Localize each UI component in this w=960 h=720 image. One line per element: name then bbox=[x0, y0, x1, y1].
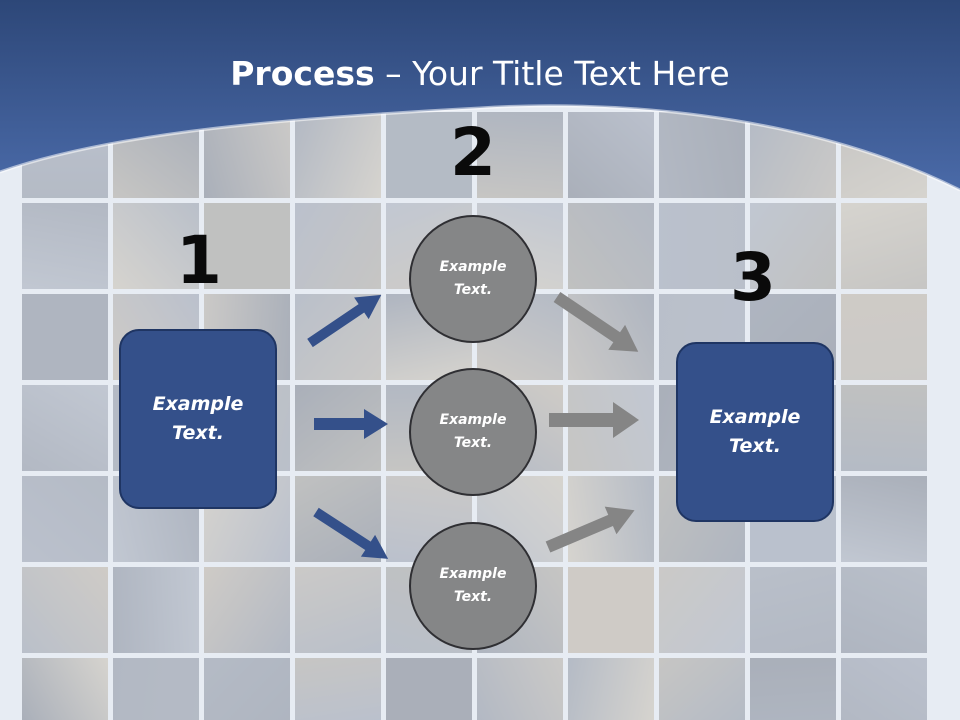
slide-title: Process – Your Title Text Here bbox=[0, 52, 960, 96]
arrow-gray-down bbox=[553, 292, 639, 352]
step-3-box[interactable]: Example Text. bbox=[676, 342, 834, 522]
circle-top-line1: Example bbox=[439, 259, 507, 275]
step-number-1: 1 bbox=[176, 222, 222, 299]
title-bold: Process bbox=[230, 54, 375, 93]
step-3-text-line1: Example bbox=[709, 406, 801, 428]
step-number-2: 2 bbox=[450, 114, 496, 191]
arrow-gray-up bbox=[545, 506, 635, 553]
header-band bbox=[0, 0, 960, 192]
circle-middle-line2: Text. bbox=[453, 435, 493, 451]
circle-bottom-line1: Example bbox=[439, 566, 507, 582]
circle-middle-line1: Example bbox=[439, 412, 507, 428]
title-rest: – Your Title Text Here bbox=[374, 54, 730, 93]
step-1-text-line2: Text. bbox=[172, 422, 224, 444]
step-number-3: 3 bbox=[730, 239, 776, 316]
step-1-text-line1: Example bbox=[152, 393, 244, 415]
circle-top-line2: Text. bbox=[453, 282, 493, 298]
arrow-blue-down bbox=[313, 507, 389, 559]
circle-bottom-line2: Text. bbox=[453, 589, 493, 605]
step-1-box[interactable]: Example Text. bbox=[119, 329, 277, 509]
circle-top[interactable]: Example Text. bbox=[409, 215, 537, 343]
arrow-blue-up bbox=[307, 294, 382, 348]
circle-middle[interactable]: Example Text. bbox=[409, 368, 537, 496]
arrow-gray-middle bbox=[549, 402, 639, 438]
step-3-text-line2: Text. bbox=[729, 435, 781, 457]
arrow-blue-middle bbox=[314, 409, 388, 439]
circle-bottom[interactable]: Example Text. bbox=[409, 522, 537, 650]
